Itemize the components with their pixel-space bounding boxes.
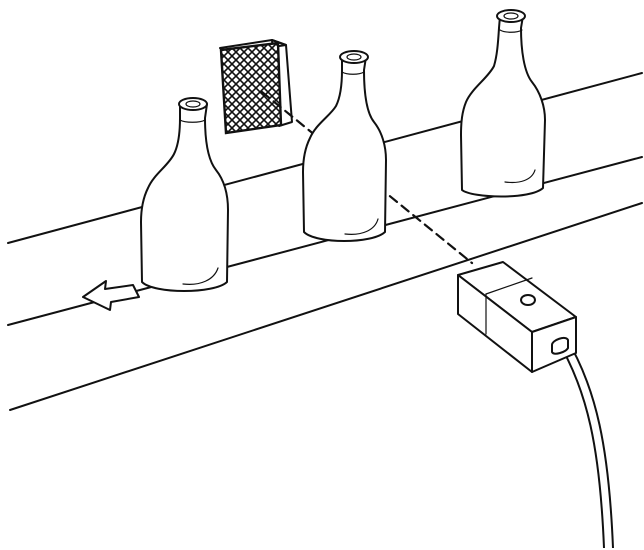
sensor-cable: [555, 337, 605, 549]
sensor-lens: [520, 294, 536, 306]
photoelectric-sensor: [457, 261, 577, 373]
bottle: [302, 50, 387, 242]
conveyor-bottom-edge: [9, 202, 643, 411]
cable-gland: [551, 336, 569, 355]
bottle: [460, 9, 546, 198]
arrow-left-icon: [82, 280, 140, 311]
bottle: [140, 97, 229, 292]
reflector-face: [219, 41, 283, 135]
reflector: [219, 39, 293, 135]
